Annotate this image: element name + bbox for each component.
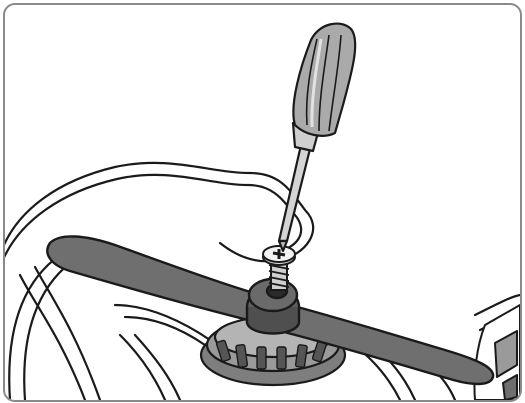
propeller-mount-illustration: [5, 5, 520, 400]
illustration-frame: [3, 3, 522, 402]
screwdriver-icon: [279, 24, 355, 251]
frame-arm-icon: [474, 305, 520, 400]
